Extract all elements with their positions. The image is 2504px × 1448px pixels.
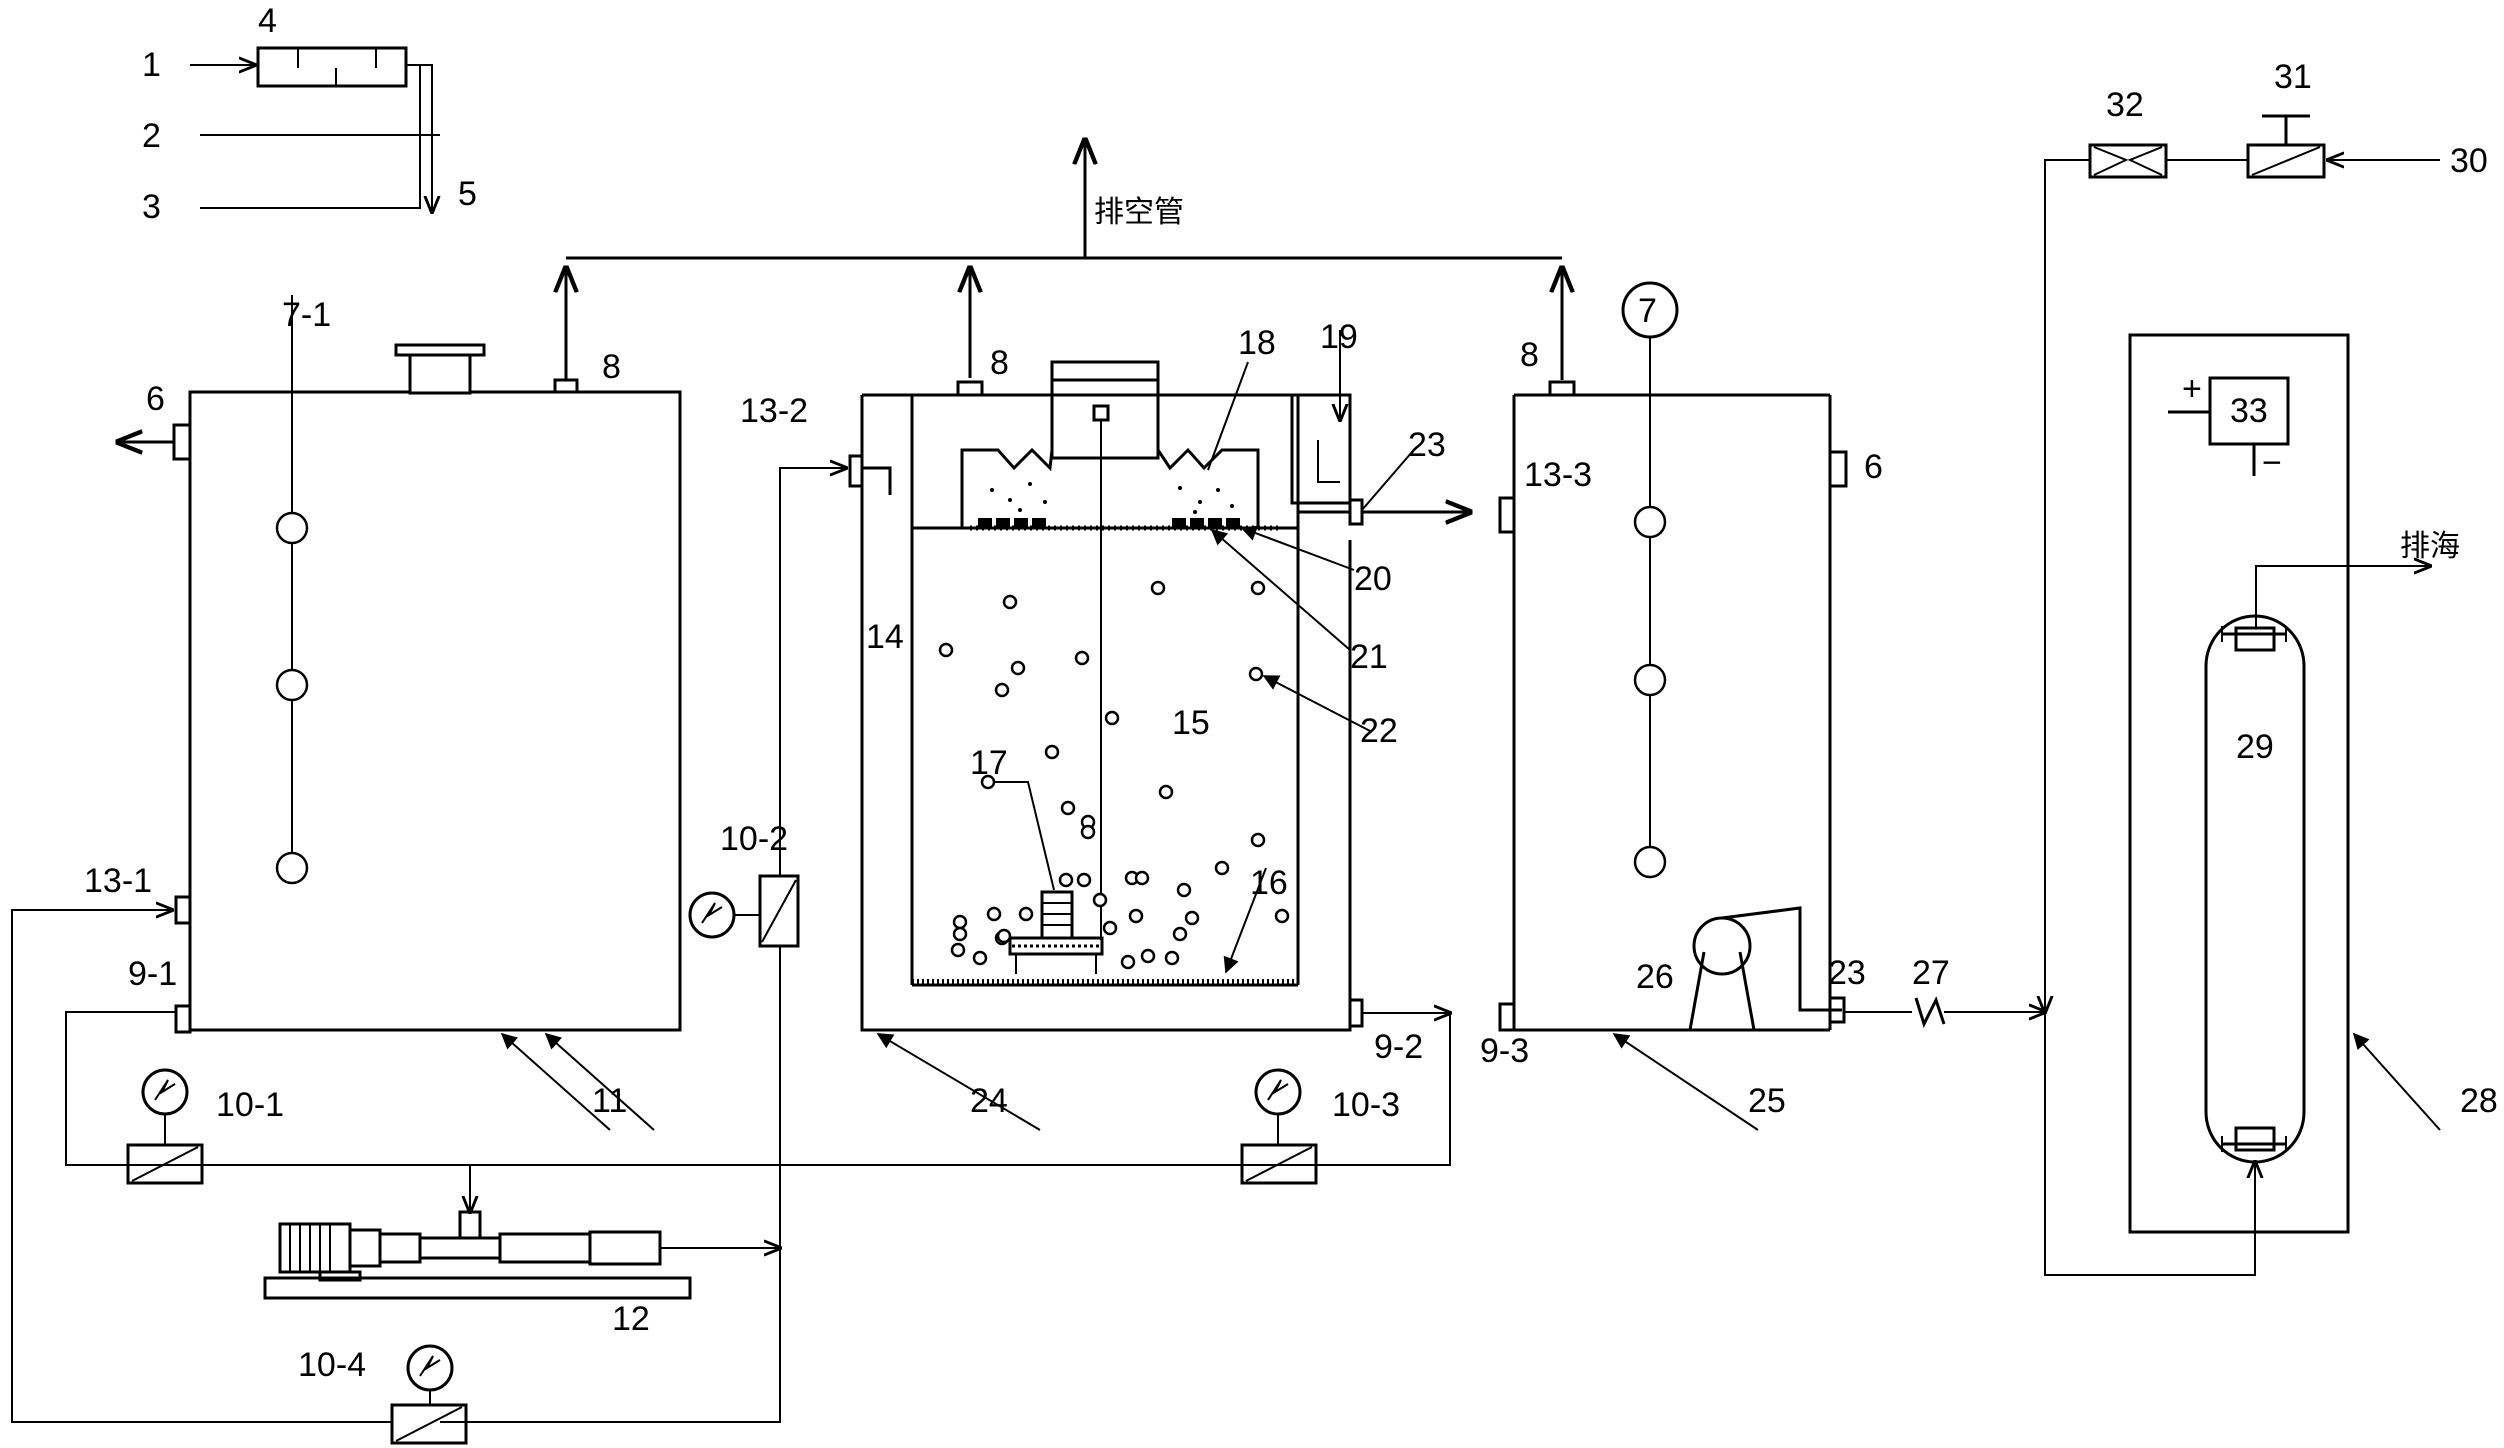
sediment-particles xyxy=(978,482,1240,528)
label: 10-4 xyxy=(298,1346,366,1384)
label: 10-2 xyxy=(720,820,788,858)
label: 11 xyxy=(592,1082,627,1120)
dosing-box-4 xyxy=(256,46,408,88)
level-float xyxy=(275,851,309,885)
label: 6 xyxy=(146,380,165,418)
label: 23 xyxy=(1408,426,1446,464)
label: 5 xyxy=(458,175,477,213)
label: 6 xyxy=(1864,448,1883,486)
unit-28 xyxy=(2045,114,2440,1276)
gas-bubbles xyxy=(938,580,1290,970)
label: 23 xyxy=(1828,954,1866,992)
label: 19 xyxy=(1320,318,1358,356)
label: 13-3 xyxy=(1524,456,1592,494)
sea-discharge-label: 排海 xyxy=(2400,529,2460,564)
label: 9-3 xyxy=(1480,1032,1529,1070)
label: 10-3 xyxy=(1332,1086,1400,1124)
level-float xyxy=(275,511,309,545)
label: 13-1 xyxy=(84,862,152,900)
label: 22 xyxy=(1360,712,1398,750)
label: 27 xyxy=(1912,954,1950,992)
label: 26 xyxy=(1636,958,1674,996)
pipe-network xyxy=(11,468,1451,1445)
labels: 1 2 3 4 5 7-1 6 8 13-1 9-1 11 10-1 12 10… xyxy=(84,2,2498,1384)
label: 2 xyxy=(142,117,161,155)
label: 30 xyxy=(2450,142,2488,180)
label: 9-1 xyxy=(128,955,177,993)
label: 21 xyxy=(1350,638,1388,676)
label: 24 xyxy=(970,1082,1008,1120)
vent-pipe-label: 排空管 xyxy=(1094,195,1184,230)
label: 33 xyxy=(2230,392,2268,430)
level-float xyxy=(275,668,309,702)
label: 9-2 xyxy=(1374,1028,1423,1066)
label: 8 xyxy=(602,348,621,386)
label: 25 xyxy=(1748,1082,1786,1120)
label: 31 xyxy=(2274,58,2312,96)
label: 14 xyxy=(866,618,904,656)
reactor-24 xyxy=(848,330,1470,1032)
label: + xyxy=(2182,370,2202,408)
label: 12 xyxy=(612,1300,650,1338)
label: 15 xyxy=(1172,704,1210,742)
feed-section xyxy=(190,46,440,212)
label: 18 xyxy=(1238,324,1276,362)
label: 7 xyxy=(1638,292,1657,330)
label: 17 xyxy=(970,744,1008,782)
label: 29 xyxy=(2236,728,2274,766)
leader-arrows xyxy=(500,361,2441,1131)
label: 7-1 xyxy=(282,296,331,334)
label: 8 xyxy=(1520,336,1539,374)
label: 32 xyxy=(2106,86,2144,124)
label: 16 xyxy=(1250,864,1288,902)
label: 28 xyxy=(2460,1082,2498,1120)
label: 8 xyxy=(990,344,1009,382)
label: − xyxy=(2262,444,2282,482)
tank-25 xyxy=(1498,281,2045,1032)
tank-11 xyxy=(118,295,682,1034)
label: 4 xyxy=(258,2,277,40)
label: 3 xyxy=(142,188,161,226)
label: 13-2 xyxy=(740,392,808,430)
label: 10-1 xyxy=(216,1086,284,1124)
vent-header xyxy=(566,140,1562,380)
label: 1 xyxy=(142,46,161,84)
label: 20 xyxy=(1354,560,1392,598)
